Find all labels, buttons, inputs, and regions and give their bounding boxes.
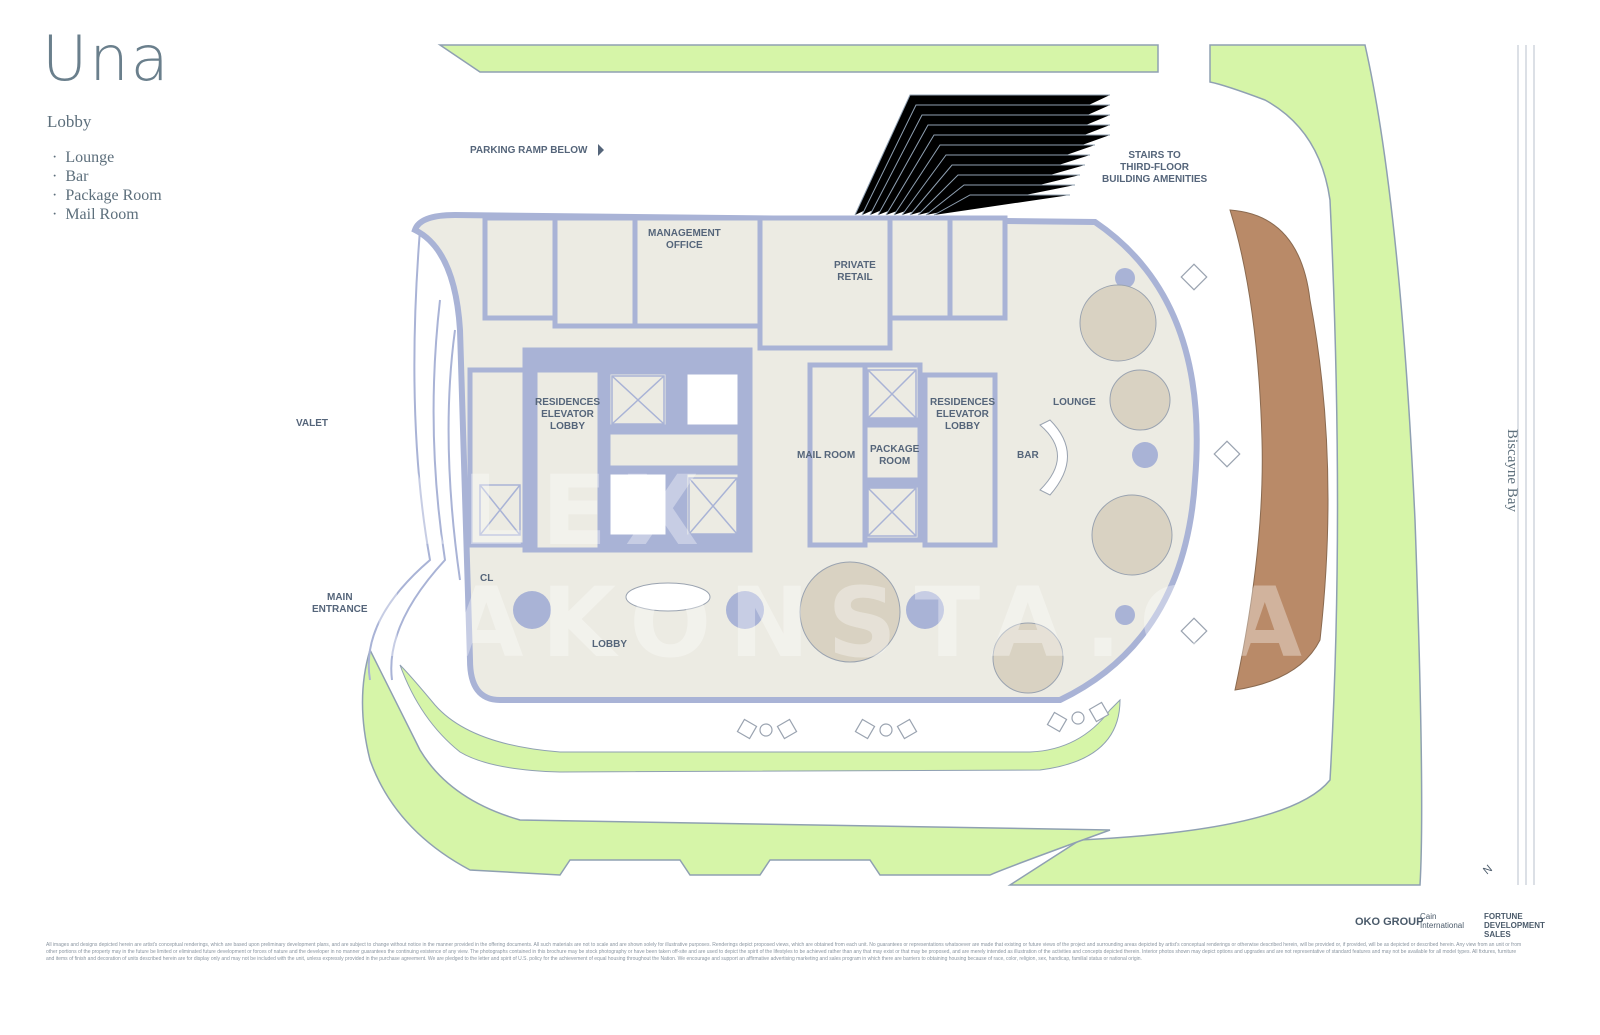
wood-deck: [1229, 209, 1329, 691]
lounge-seating-1: [1079, 284, 1157, 362]
amenity-item: Mail Room: [52, 205, 162, 224]
landscape-bottom-inner: [399, 664, 1121, 773]
entrance-curves: [367, 229, 461, 681]
core-rooms: [467, 215, 1008, 553]
bar-counter: [1039, 419, 1068, 496]
label-stairs: STAIRS TO THIRD-FLOOR BUILDING AMENITIES: [1102, 150, 1208, 185]
label-mail-room: MAIL ROOM: [797, 450, 856, 461]
lounge-seating-2: [1109, 369, 1171, 431]
landscape-areas: [361, 44, 1423, 886]
amenity-list: Lounge Bar Package Room Mail Room: [52, 148, 162, 224]
lobby-table-round: [992, 622, 1064, 694]
label-main-entrance: MAIN ENTRANCE: [312, 592, 368, 615]
watermark: ALEX LAKONSTA.CA: [370, 455, 1320, 679]
landscape-bottom-lawn: [361, 647, 1111, 876]
landscape-right-lawn: [1007, 44, 1423, 886]
label-package-room: PACKAGE ROOM: [870, 444, 920, 467]
reception-desk: [625, 582, 711, 612]
label-valet: VALET: [296, 418, 329, 429]
label-closet: CL: [480, 573, 494, 584]
label-residences-lobby-right: RESIDENCES ELEVATOR LOBBY: [930, 397, 996, 432]
logo-cain-international: Cain International: [1420, 912, 1465, 930]
landscape-top-strip: [437, 44, 1159, 73]
label-lobby: LOBBY: [592, 639, 627, 650]
furniture: [625, 284, 1173, 694]
building-shell: [411, 211, 1200, 703]
label-residences-lobby-left: RESIDENCES ELEVATOR LOBBY: [535, 397, 601, 432]
parking-ramp-lines: [854, 94, 1110, 216]
label-private-retail: PRIVATE RETAIL: [834, 260, 876, 283]
logo-oko-group: OKO GROUP: [1355, 916, 1424, 928]
lounge-seating-3: [1091, 494, 1173, 576]
floor-name: Lobby: [47, 112, 92, 131]
bay-waves: [1517, 45, 1535, 885]
side-label-biscayne-bay: Biscayne Bay: [1503, 429, 1520, 512]
label-lounge: LOUNGE: [1053, 397, 1096, 408]
legal-disclaimer: All images and designs depicted herein a…: [46, 942, 1522, 962]
parking-arrow-icon: [598, 144, 604, 156]
outdoor-furniture: [736, 263, 1241, 740]
lobby-seating-round: [799, 561, 901, 663]
logo-fortune-development: FORTUNE DEVELOPMENT SALES: [1484, 912, 1545, 939]
label-management-office: MANAGEMENT OFFICE: [648, 228, 721, 251]
label-bar: BAR: [1017, 450, 1039, 461]
label-parking-ramp: PARKING RAMP BELOW: [470, 145, 588, 156]
amenity-item: Bar: [52, 167, 162, 186]
elevator-shafts: [479, 369, 917, 537]
amenity-item: Lounge: [52, 148, 162, 167]
brand-title: Una: [42, 22, 171, 95]
amenity-item: Package Room: [52, 186, 161, 205]
